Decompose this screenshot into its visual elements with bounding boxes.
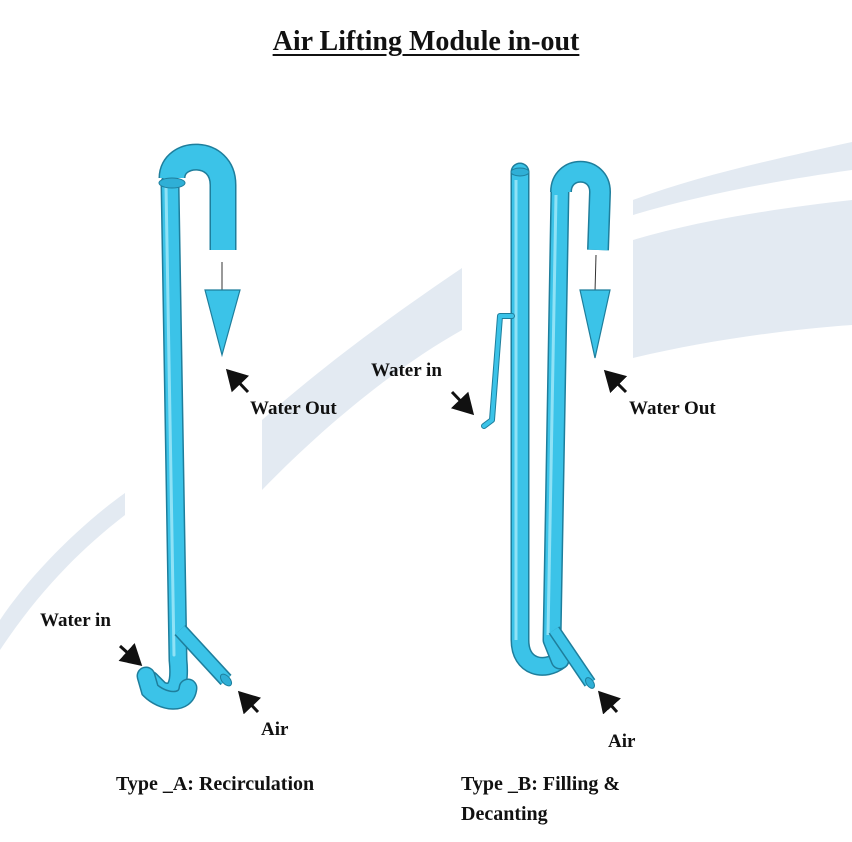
- type-a-water-in-label: Water in: [40, 610, 111, 631]
- pointer-arrows: [118, 368, 628, 715]
- type-a-air-arrow: [237, 690, 262, 715]
- type-b-water-out-label: Water Out: [629, 398, 716, 419]
- type-b-water-in-label: Water in: [371, 360, 442, 381]
- type-b-air-arrow: [597, 690, 621, 715]
- type-b-flow-line: [594, 254, 597, 293]
- type-b-water-out-arrow: [603, 369, 628, 394]
- type-a-water-out-arrow: [225, 368, 250, 394]
- background-swooshes: [0, 142, 852, 650]
- page-title: Air Lifting Module in-out: [272, 26, 580, 57]
- type-a-air-label: Air: [261, 719, 289, 740]
- swoosh-right-lower: [633, 200, 852, 358]
- swoosh-right-upper: [633, 142, 852, 215]
- type-b-air-label: Air: [608, 731, 636, 752]
- type-b-caption-line1: Type _B: Filling &: [461, 773, 621, 795]
- type-a-caption: Type _A: Recirculation: [116, 773, 315, 795]
- type-a-water-out-label: Water Out: [250, 398, 337, 419]
- type-b-caption-line2: Decanting: [461, 803, 548, 825]
- type-b-outflow-cone: [579, 289, 611, 359]
- swoosh-middle: [262, 268, 462, 490]
- type-a-outflow-cone: [204, 289, 241, 358]
- swoosh-left: [0, 493, 125, 650]
- type-a-water-in-arrow: [118, 643, 143, 667]
- type-a-module: [136, 143, 241, 710]
- type-b-module: [481, 160, 612, 689]
- type-b-water-in-arrow: [450, 390, 475, 416]
